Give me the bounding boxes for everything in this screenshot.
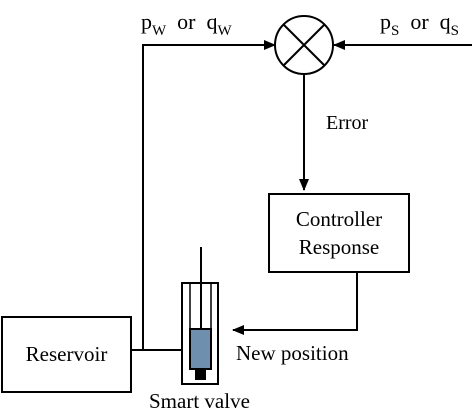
feedback-line — [142, 40, 276, 350]
new-position-label: New position — [236, 341, 349, 365]
controller-label-line2: Response — [298, 235, 380, 259]
smart-valve-label: Smart valve — [149, 389, 250, 413]
smart-valve-icon — [181, 247, 219, 385]
reservoir-box: Reservoir — [1, 316, 132, 393]
command-line — [232, 272, 358, 335]
controller-box: Controller Response — [268, 193, 410, 273]
controller-label-line1: Controller — [295, 207, 383, 231]
valve-piston — [189, 328, 212, 370]
measured-signal-label: pW or qW — [141, 9, 232, 39]
setpoint-signal-label: pS or qS — [380, 9, 460, 39]
error-label: Error — [326, 112, 369, 134]
summing-junction — [274, 15, 334, 75]
reservoir-label: Reservoir — [25, 342, 108, 366]
